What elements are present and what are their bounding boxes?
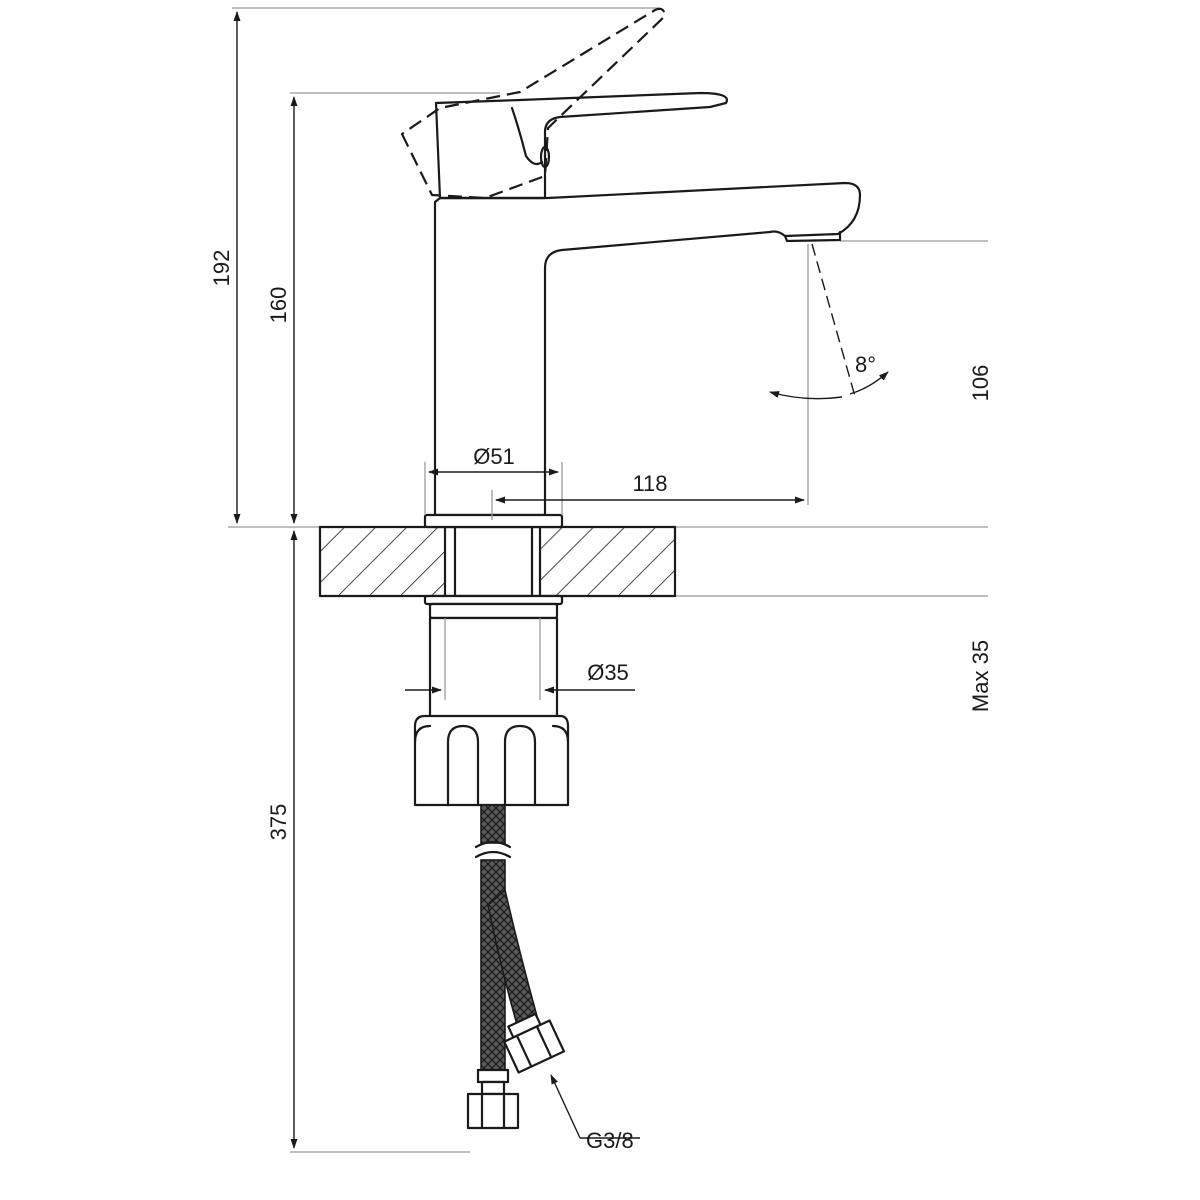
- flexible-hoses: [466, 804, 566, 1130]
- jet-angle-label: 8°: [855, 352, 876, 377]
- extension-lines: [228, 7, 988, 1153]
- dimension-shank-diameter: Ø35: [405, 660, 635, 694]
- hose-connection-label: G3/8: [586, 1128, 634, 1153]
- hose-length-label: 375: [266, 804, 291, 841]
- body-diameter-label: Ø51: [473, 444, 515, 469]
- dimension-spout-reach: 118: [491, 471, 805, 520]
- dimension-spout-height: 160: [266, 96, 298, 524]
- dimension-total-height: 192: [209, 10, 241, 524]
- shank-diameter-label: Ø35: [587, 660, 629, 685]
- dimension-body-diameter: Ø51: [424, 444, 563, 515]
- fixing-washer: [423, 594, 564, 620]
- dimension-deck-thickness: Max 35: [968, 640, 993, 712]
- faucet-body: [423, 181, 862, 529]
- jet-angle-indicator: 8°: [769, 243, 889, 505]
- hose-connection-callout: G3/8: [550, 1074, 640, 1153]
- dimension-hose-length: 375: [266, 530, 298, 1149]
- countertop-section: [318, 525, 677, 598]
- total-height-label: 192: [209, 250, 234, 287]
- lever-handle-open-position: [400, 7, 667, 200]
- outlet-height-label: 106: [968, 365, 993, 402]
- dimension-outlet-height: 106: [968, 365, 993, 402]
- max-deck-thickness-label: Max 35: [968, 640, 993, 712]
- spout-height-label: 160: [266, 287, 291, 324]
- spout-reach-label: 118: [632, 471, 667, 496]
- mounting-nut: [413, 616, 570, 807]
- lever-handle: [434, 91, 728, 200]
